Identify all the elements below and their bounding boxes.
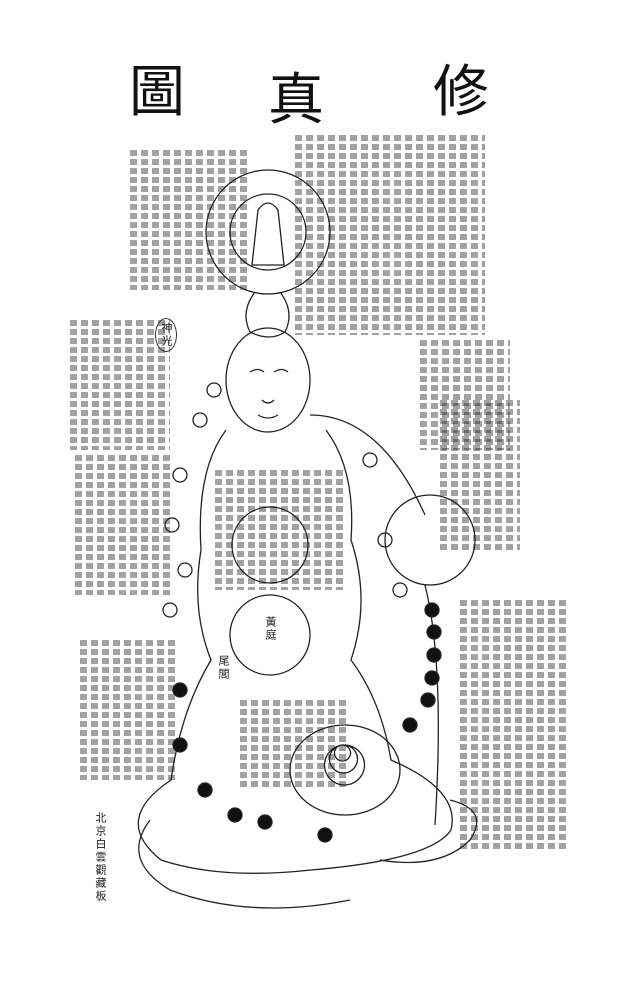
heart-circle (231, 506, 309, 584)
text-block-center (215, 470, 345, 590)
spine-channel (309, 414, 439, 826)
text-block-left-upper (70, 320, 170, 450)
upper-heaven-circle (205, 169, 331, 295)
title-char-zhen: 真 (268, 68, 324, 133)
text-block-top-right (295, 135, 485, 335)
inner-deity-circle (229, 193, 307, 271)
crossed-legs (138, 799, 478, 909)
text-block-right-lower (460, 600, 570, 850)
text-block-left-lower (80, 640, 175, 780)
face (249, 368, 289, 419)
text-block-left-middle (75, 455, 170, 595)
text-block-right-upper (420, 340, 510, 450)
body-outline (137, 429, 453, 874)
label-huangting: 黃庭 (264, 616, 277, 642)
neck-bulb (245, 291, 290, 338)
label-weilu: 尾閭 (217, 655, 230, 681)
title-char-xiu: 修 (433, 60, 489, 125)
label-shenguang: 神光 (155, 318, 177, 352)
lower-dantian (289, 724, 401, 816)
text-block-right-middle (440, 400, 520, 550)
spine-black-dots (172, 602, 442, 843)
text-block-top-left (130, 150, 250, 290)
text-block-belly (240, 700, 350, 790)
publisher-mark: 北京白雲觀藏板 (94, 812, 107, 903)
moon-phase-circles (162, 382, 408, 618)
head (225, 327, 311, 433)
title-char-tu: 圖 (129, 60, 185, 125)
yellow-court-circle (229, 594, 311, 676)
deity-figure (251, 202, 285, 266)
right-circle (384, 494, 476, 586)
spiral (323, 744, 366, 786)
